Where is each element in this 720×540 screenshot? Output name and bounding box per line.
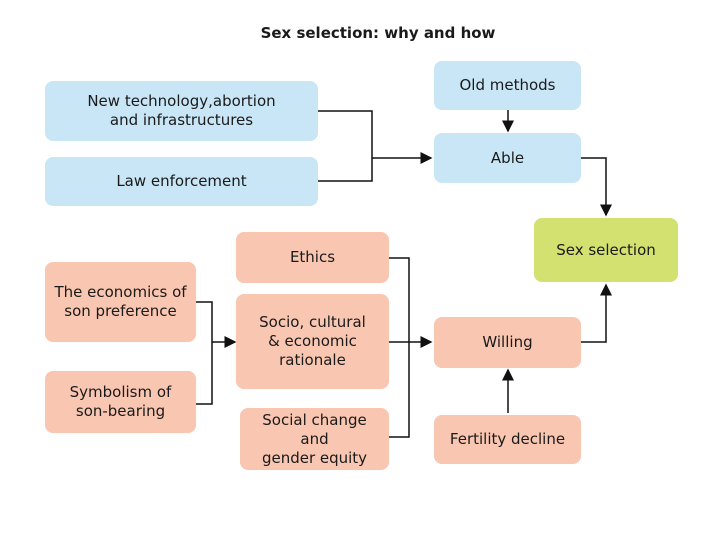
box-new-technology-label: New technology,abortion and infrastructu… <box>87 92 276 129</box>
box-law-enforcement-label: Law enforcement <box>116 172 247 190</box>
arrow-able-to-sex <box>581 157 612 217</box>
connector-symbolism <box>196 342 213 405</box>
connector-ethics <box>389 257 410 342</box>
box-economics-son-preference: The economics of son preference <box>45 262 196 342</box>
arrow-willing-to-sex <box>581 283 612 343</box>
box-new-technology: New technology,abortion and infrastructu… <box>45 81 318 141</box>
box-ethics-label: Ethics <box>289 248 336 266</box>
box-social-change-gender-equity-label: Social change and gender equity <box>261 410 368 467</box>
connector-law <box>318 158 373 182</box>
box-symbolism-son-bearing: Symbolism of son-bearing <box>45 371 196 433</box>
box-socio-cultural-rationale: Socio, cultural & economic rationale <box>236 294 389 389</box>
box-old-methods-label: Old methods <box>459 76 556 94</box>
box-old-methods: Old methods <box>434 61 581 110</box>
box-sex-selection: Sex selection <box>534 218 678 282</box>
box-willing: Willing <box>434 317 581 368</box>
connector-new-tech <box>318 110 373 158</box>
box-law-enforcement: Law enforcement <box>45 157 318 206</box>
box-willing-label: Willing <box>482 333 533 351</box>
connector-economics <box>196 301 213 342</box>
box-fertility-decline: Fertility decline <box>434 415 581 464</box>
box-economics-son-preference-label: The economics of son preference <box>54 283 187 320</box>
box-able: Able <box>434 133 581 183</box>
box-symbolism-son-bearing-label: Symbolism of son-bearing <box>69 383 172 420</box>
box-sex-selection-label: Sex selection <box>556 240 656 259</box>
diagram-title: Sex selection: why and how <box>260 24 496 42</box>
box-social-change-gender-equity: Social change and gender equity <box>240 408 389 470</box>
box-socio-cultural-rationale-label: Socio, cultural & economic rationale <box>259 313 366 369</box>
box-ethics: Ethics <box>236 232 389 283</box>
box-fertility-decline-label: Fertility decline <box>449 430 566 448</box>
box-able-label: Able <box>490 148 525 167</box>
connector-social-change <box>389 342 410 438</box>
